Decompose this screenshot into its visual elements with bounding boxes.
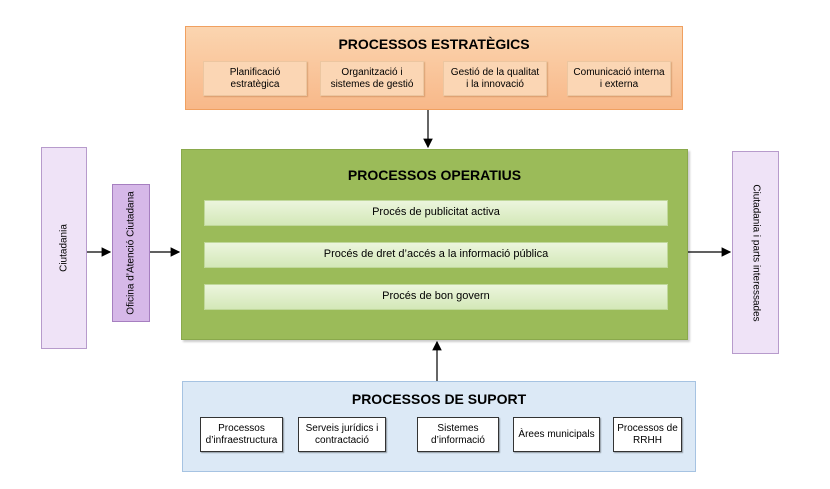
strategic-item: Gestió de la qualitat i la innovació [443, 61, 547, 96]
operative-title: PROCESSOS OPERATIUS [347, 167, 522, 183]
support-item: Àrees municipals [513, 417, 600, 452]
strategic-item: Comunicació interna i externa [567, 61, 671, 96]
strategic-title: PROCESSOS ESTRATÈGICS [338, 36, 530, 52]
operative-item: Procés de publicitat activa [204, 200, 668, 226]
support-item: Processos d’infraestructura [200, 417, 283, 452]
support-title: PROCESSOS DE SUPORT [351, 391, 527, 407]
stakeholders-box: Ciutadania i parts interessades [732, 151, 779, 354]
citizen-office-label: Oficina d’Atenció Ciutadana [125, 191, 137, 315]
stakeholders-label: Ciutadania i parts interessades [750, 183, 761, 322]
support-processes-block: PROCESSOS DE SUPORT Processos d’infraest… [182, 381, 696, 472]
strategic-processes-block: PROCESSOS ESTRATÈGICS Planificació estra… [185, 26, 683, 110]
support-item: Processos de RRHH [613, 417, 682, 452]
strategic-item: Organització i sistemes de gestió [320, 61, 424, 96]
operative-item: Procés de dret d’accés a la informació p… [204, 242, 668, 268]
citizens-label: Ciutadania [58, 224, 70, 272]
citizen-office-box: Oficina d’Atenció Ciutadana [112, 184, 150, 322]
strategic-item: Planificació estratègica [203, 61, 307, 96]
operative-processes-block: PROCESSOS OPERATIUS Procés de publicitat… [181, 149, 688, 340]
citizens-box: Ciutadania [41, 147, 87, 349]
support-item: Serveis jurídics i contractació [298, 417, 386, 452]
operative-item: Procés de bon govern [204, 284, 668, 310]
support-item: Sistemes d’informació [417, 417, 499, 452]
